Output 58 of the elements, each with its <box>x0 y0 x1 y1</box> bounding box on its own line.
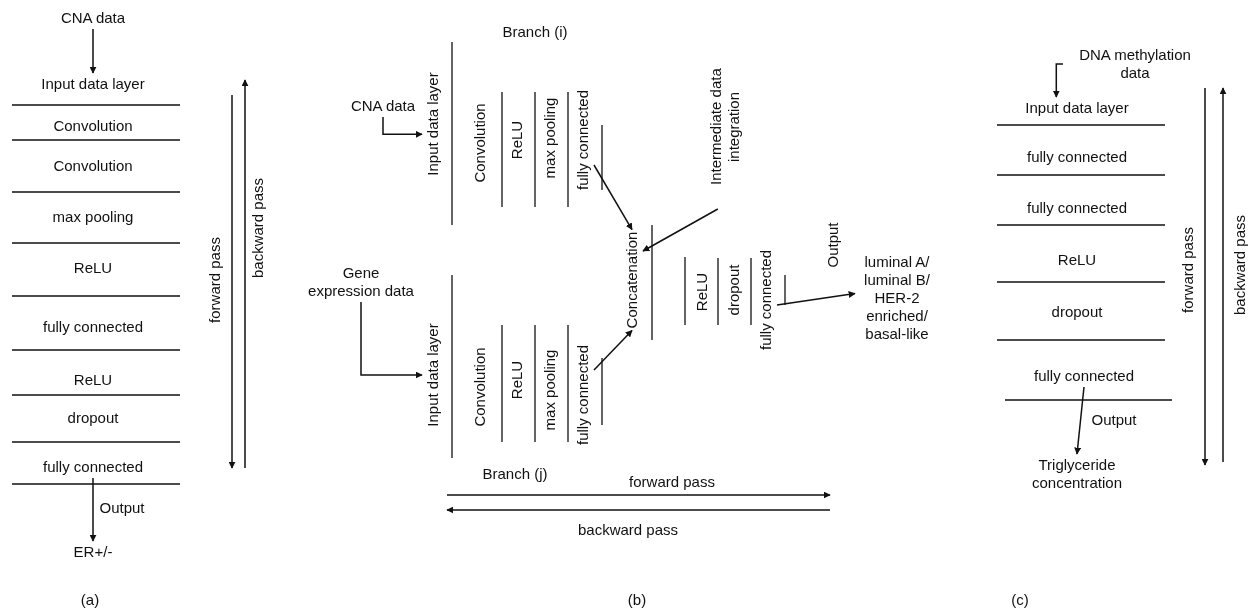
arrow <box>1074 386 1085 455</box>
direction-label: forward pass <box>629 473 715 491</box>
input-data-label: fully connected <box>42 458 144 476</box>
layer-label: ReLU <box>693 272 711 312</box>
layer-label: Convolution <box>471 103 489 183</box>
layer-label: fully connected <box>42 318 144 336</box>
layer-label: ReLU <box>1057 251 1097 269</box>
arrow <box>89 28 97 74</box>
layer-label: Input data layer <box>424 72 442 176</box>
input-data-label: Intermediate data integration <box>707 47 743 207</box>
layer-label: fully connected <box>1026 199 1128 217</box>
arrow <box>360 301 423 379</box>
layer-label: Convolution <box>53 157 133 175</box>
direction-label: forward pass <box>1179 227 1197 313</box>
arrow <box>382 116 423 138</box>
layer-label: fully connected <box>1026 148 1128 166</box>
panel-label: (a) <box>80 591 100 609</box>
input-data-label: CNA data <box>350 97 416 115</box>
arrow <box>642 208 719 252</box>
layer-label: Input data layer <box>424 323 442 427</box>
panel-label: (b) <box>627 591 647 609</box>
layer-label: Convolution <box>471 347 489 427</box>
layer-label: max pooling <box>52 208 134 226</box>
layer-label: dropout <box>1051 303 1103 321</box>
branch-label: Branch (j) <box>482 465 548 483</box>
input-data-label: Gene expression data <box>306 264 416 300</box>
direction-label: backward pass <box>249 177 267 279</box>
arrow <box>593 164 633 231</box>
arrow <box>776 290 856 306</box>
direction-label: forward pass <box>206 237 224 323</box>
panel-label: (c) <box>1011 591 1029 609</box>
layer-label: ReLU <box>73 371 113 389</box>
layer-label: max pooling <box>541 97 559 179</box>
input-data-label: DNA methylation data <box>1065 46 1205 82</box>
input-data-label: CNA data <box>60 9 126 27</box>
layer-label: dropout <box>725 264 743 316</box>
layer-label: Input data layer <box>41 75 145 93</box>
arrow <box>1052 63 1064 98</box>
direction-label: backward pass <box>577 521 679 539</box>
branch-label: Branch (i) <box>502 23 568 41</box>
input-data-label: fully connected <box>574 89 592 191</box>
input-data-label: fully connected <box>1033 367 1135 385</box>
output-label: Triglyceride concentration <box>1017 456 1137 492</box>
direction-label: backward pass <box>1231 214 1249 316</box>
layer-label: ReLU <box>73 259 113 277</box>
input-data-label: fully connected <box>757 249 775 351</box>
arrow <box>593 329 633 371</box>
input-data-label: fully connected <box>574 344 592 446</box>
layer-label: max pooling <box>541 349 559 431</box>
layer-label: ReLU <box>508 120 526 160</box>
arrow <box>89 477 97 542</box>
layer-label: Input data layer <box>1025 99 1129 117</box>
output-label: ER+/- <box>73 543 113 561</box>
layer-label: ReLU <box>508 360 526 400</box>
layer-label: Convolution <box>53 117 133 135</box>
output-label: luminal A/ luminal B/ HER-2 enriched/ basal-like <box>857 253 937 343</box>
layer-label: dropout <box>67 409 119 427</box>
layer-label: Concatenation <box>623 231 641 329</box>
